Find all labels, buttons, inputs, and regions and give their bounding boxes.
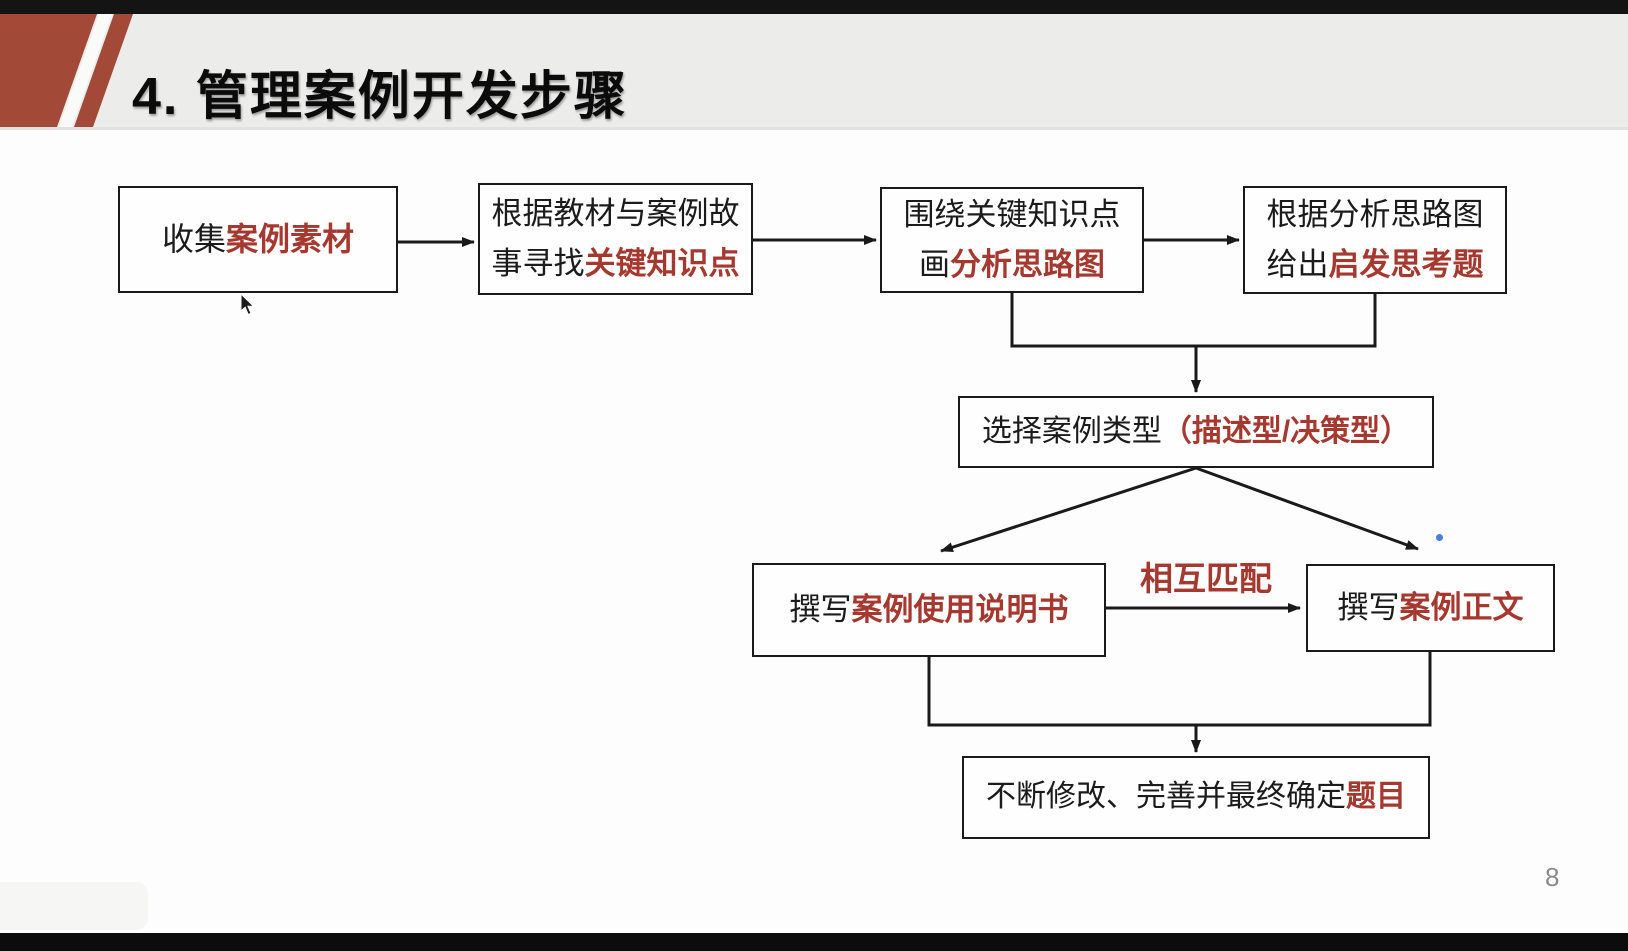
node-text-line1: 围绕关键知识点 (903, 196, 1121, 232)
node-text-line2: 给出启发思考题 (1266, 247, 1484, 282)
node-text-line2: 画分析思路图 (919, 247, 1105, 282)
annotation-blue-dot (1436, 534, 1443, 541)
node-text: 撰写案例正文 (1337, 589, 1524, 625)
node-text: 撰写案例使用说明书 (789, 591, 1069, 627)
node-text: 收集案例素材 (161, 220, 355, 257)
mutual-match-label: 相互匹配 (1140, 560, 1272, 597)
flow-node-write-usage-manual: 撰写案例使用说明书 (752, 563, 1106, 657)
node-text-line1: 根据分析思路图 (1266, 196, 1484, 232)
flow-node-inspiring-questions: 根据分析思路图 给出启发思考题 (1243, 186, 1507, 294)
top-black-bar (0, 0, 1628, 14)
bottom-black-bar (0, 933, 1628, 951)
slide-header: 4. 管理案例开发步骤 (0, 14, 1628, 130)
flow-node-write-case-body: 撰写案例正文 (1306, 564, 1555, 652)
node-text-line1: 根据教材与案例故 (491, 195, 740, 231)
flow-node-select-case-type: 选择案例类型（描述型/决策型） (958, 396, 1434, 468)
faint-watermark-shape (0, 882, 148, 930)
flow-node-finalize-title: 不断修改、完善并最终确定题目 (962, 756, 1430, 839)
node-text-line2: 事寻找关键知识点 (491, 246, 740, 281)
node-text: 选择案例类型（描述型/决策型） (981, 414, 1411, 448)
flow-node-find-key-points: 根据教材与案例故 事寻找关键知识点 (478, 183, 753, 295)
page-number: 8 (1545, 862, 1560, 892)
slide-title: 4. 管理案例开发步骤 (132, 68, 628, 126)
mouse-cursor-icon (240, 293, 255, 316)
flow-node-collect-material: 收集案例素材 (118, 186, 398, 293)
flow-node-draw-analysis-map: 围绕关键知识点 画分析思路图 (880, 187, 1144, 293)
node-text: 不断修改、完善并最终确定题目 (986, 780, 1406, 814)
